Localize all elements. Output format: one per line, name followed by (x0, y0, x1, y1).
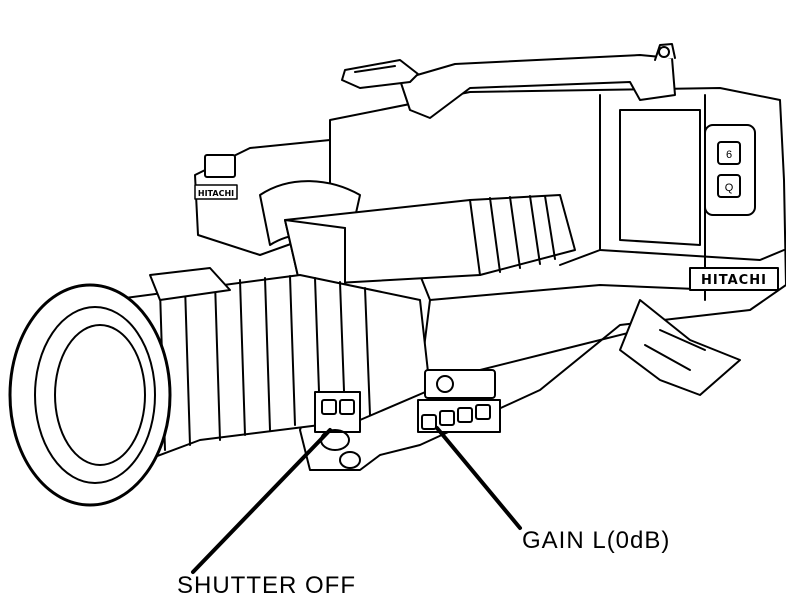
body-brand-logo: HITACHI (689, 267, 779, 291)
front-switch-panel (314, 391, 361, 469)
gain-leader-line (435, 426, 522, 530)
zoom-lens (8, 267, 431, 507)
callout-leaders (191, 426, 522, 574)
gain-callout-label: GAIN L(0dB) (522, 527, 671, 554)
shutter-leader-line (191, 428, 332, 574)
gain-switch-panel (417, 369, 501, 433)
viewfinder-logo-text: HITACHI (198, 189, 234, 198)
svg-text:6: 6 (726, 149, 732, 161)
viewfinder (194, 139, 576, 291)
shutter-callout-label: SHUTTER OFF (177, 572, 356, 599)
body-logo-text: HITACHI (701, 273, 767, 288)
svg-text:Q: Q (725, 182, 734, 194)
viewfinder-brand-logo: HITACHI (194, 184, 238, 200)
side-control-panel: 6 Q (704, 124, 756, 216)
carry-handle (341, 43, 676, 119)
